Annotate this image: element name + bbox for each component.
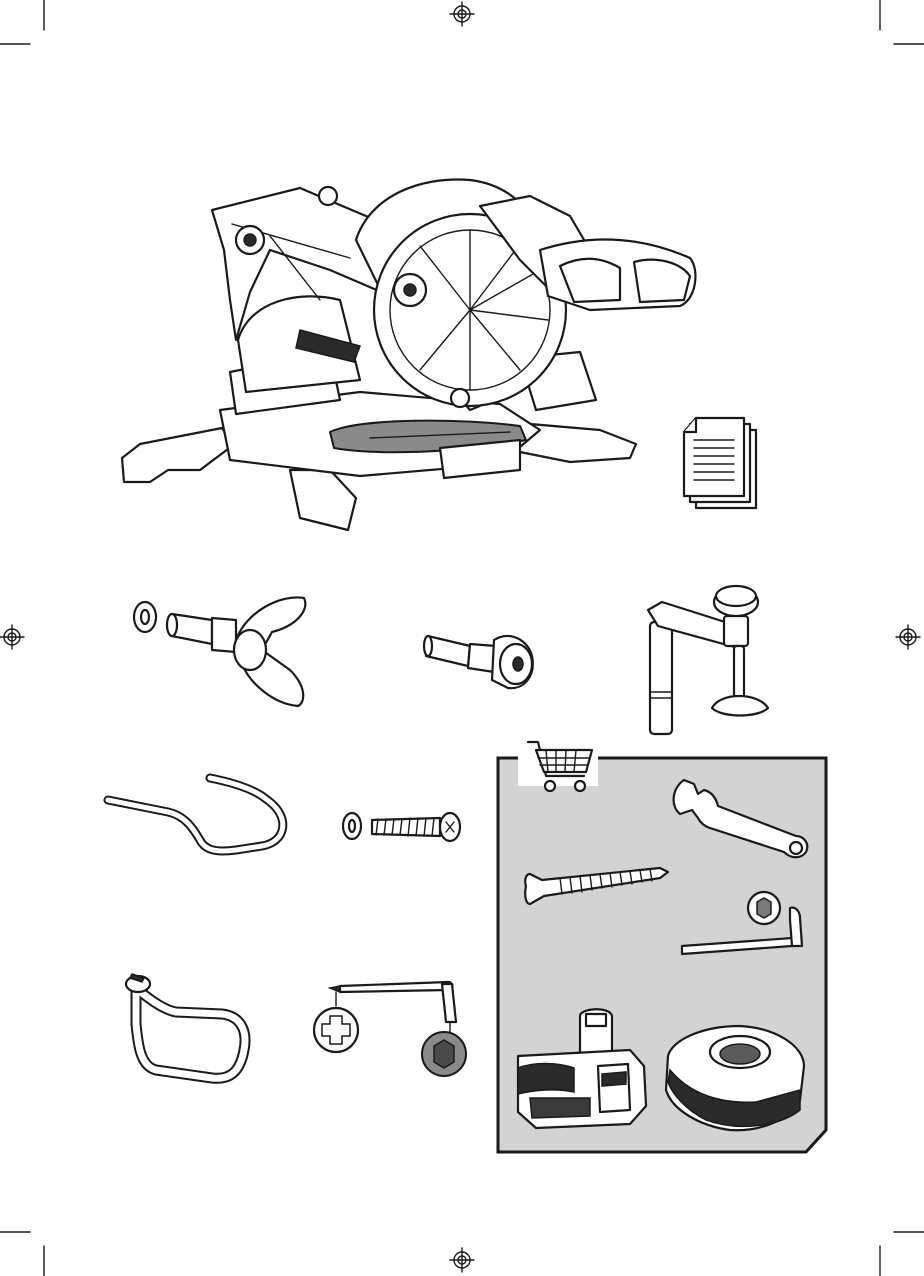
- registration-mark-left: [0, 625, 24, 649]
- registration-mark-bottom: [450, 1248, 474, 1272]
- support-rod-icon: [108, 778, 283, 851]
- registration-mark-top: [450, 2, 474, 26]
- charger-icon: [666, 1026, 804, 1130]
- dust-frame-icon: [126, 974, 245, 1078]
- miter-saw-icon: [122, 180, 695, 531]
- registration-mark-right: [896, 625, 920, 649]
- round-knob-icon: [424, 636, 533, 688]
- wing-knob-icon: [134, 597, 305, 706]
- clamp-icon: [648, 586, 768, 734]
- document-stack-icon: [684, 418, 756, 508]
- hex-key-icon: [314, 982, 466, 1076]
- bolt-icon: [343, 813, 460, 841]
